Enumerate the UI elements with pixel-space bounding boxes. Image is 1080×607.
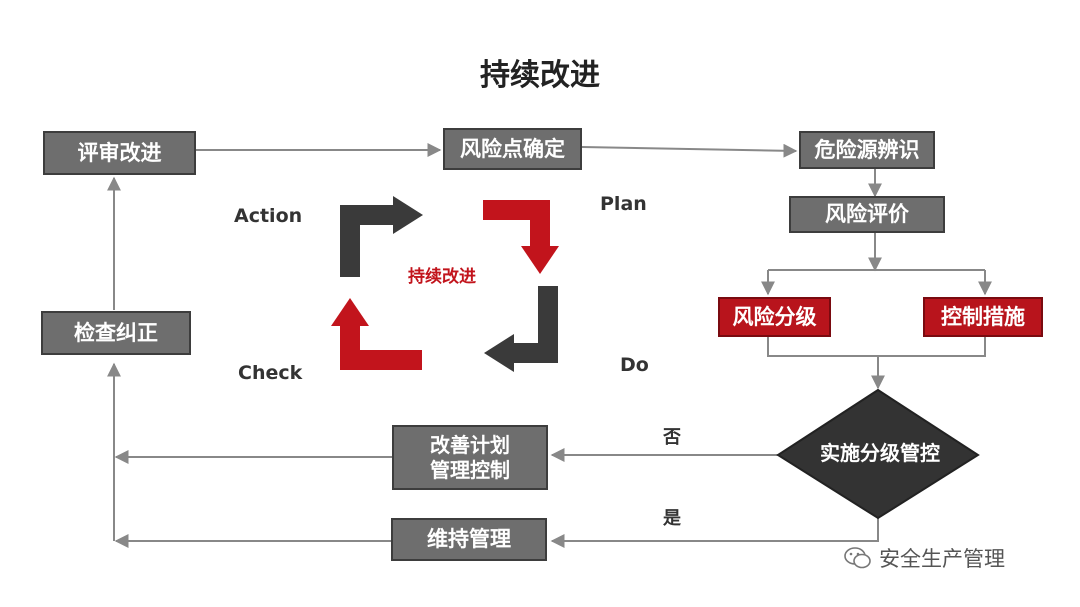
control-measures-box: 控制措施 (923, 297, 1043, 337)
decision-label: 实施分级管控 (820, 441, 940, 465)
pdca-check-label: Check (238, 362, 303, 384)
pdca-plan-label: Plan (600, 193, 647, 215)
check-arrow-head (331, 298, 369, 326)
merge-line (767, 337, 986, 357)
improve-plan-box: 改善计划 管理控制 (392, 425, 548, 490)
pdca-center-label: 持续改进 (408, 267, 476, 287)
pdca-action-label: Action (234, 205, 303, 227)
action-arrow-head (393, 196, 423, 234)
arrow-riskpoint-to-hazard (581, 143, 798, 158)
decision-diamond (776, 388, 980, 520)
risk-grade-box: 风险分级 (718, 297, 831, 337)
inspect-correct-box: 检查纠正 (41, 311, 191, 355)
do-arrow (512, 286, 558, 363)
watermark-text: 安全生产管理 (879, 547, 1005, 571)
improve-plan-line2: 管理控制 (430, 457, 510, 482)
arrow-decision-to-maintain (550, 518, 879, 548)
page-title: 持续改进 (480, 58, 600, 93)
hazard-identify-box: 危险源辨识 (799, 131, 935, 169)
no-label: 否 (663, 427, 681, 448)
review-improve-box: 评审改进 (43, 131, 196, 175)
do-arrow-head (484, 334, 514, 372)
watermark: 安全生产管理 (843, 543, 1005, 573)
yes-label: 是 (663, 508, 681, 529)
pdca-cycle (331, 196, 559, 372)
risk-point-box: 风险点确定 (443, 128, 582, 170)
improve-plan-line1: 改善计划 (430, 432, 510, 457)
check-arrow (340, 324, 422, 370)
plan-arrow (483, 200, 550, 248)
pdca-do-label: Do (620, 354, 649, 376)
plan-arrow-head (521, 246, 559, 274)
action-arrow (340, 205, 395, 277)
wechat-icon (844, 547, 871, 569)
maintain-box: 维持管理 (391, 518, 547, 561)
risk-evaluate-box: 风险评价 (789, 196, 945, 233)
